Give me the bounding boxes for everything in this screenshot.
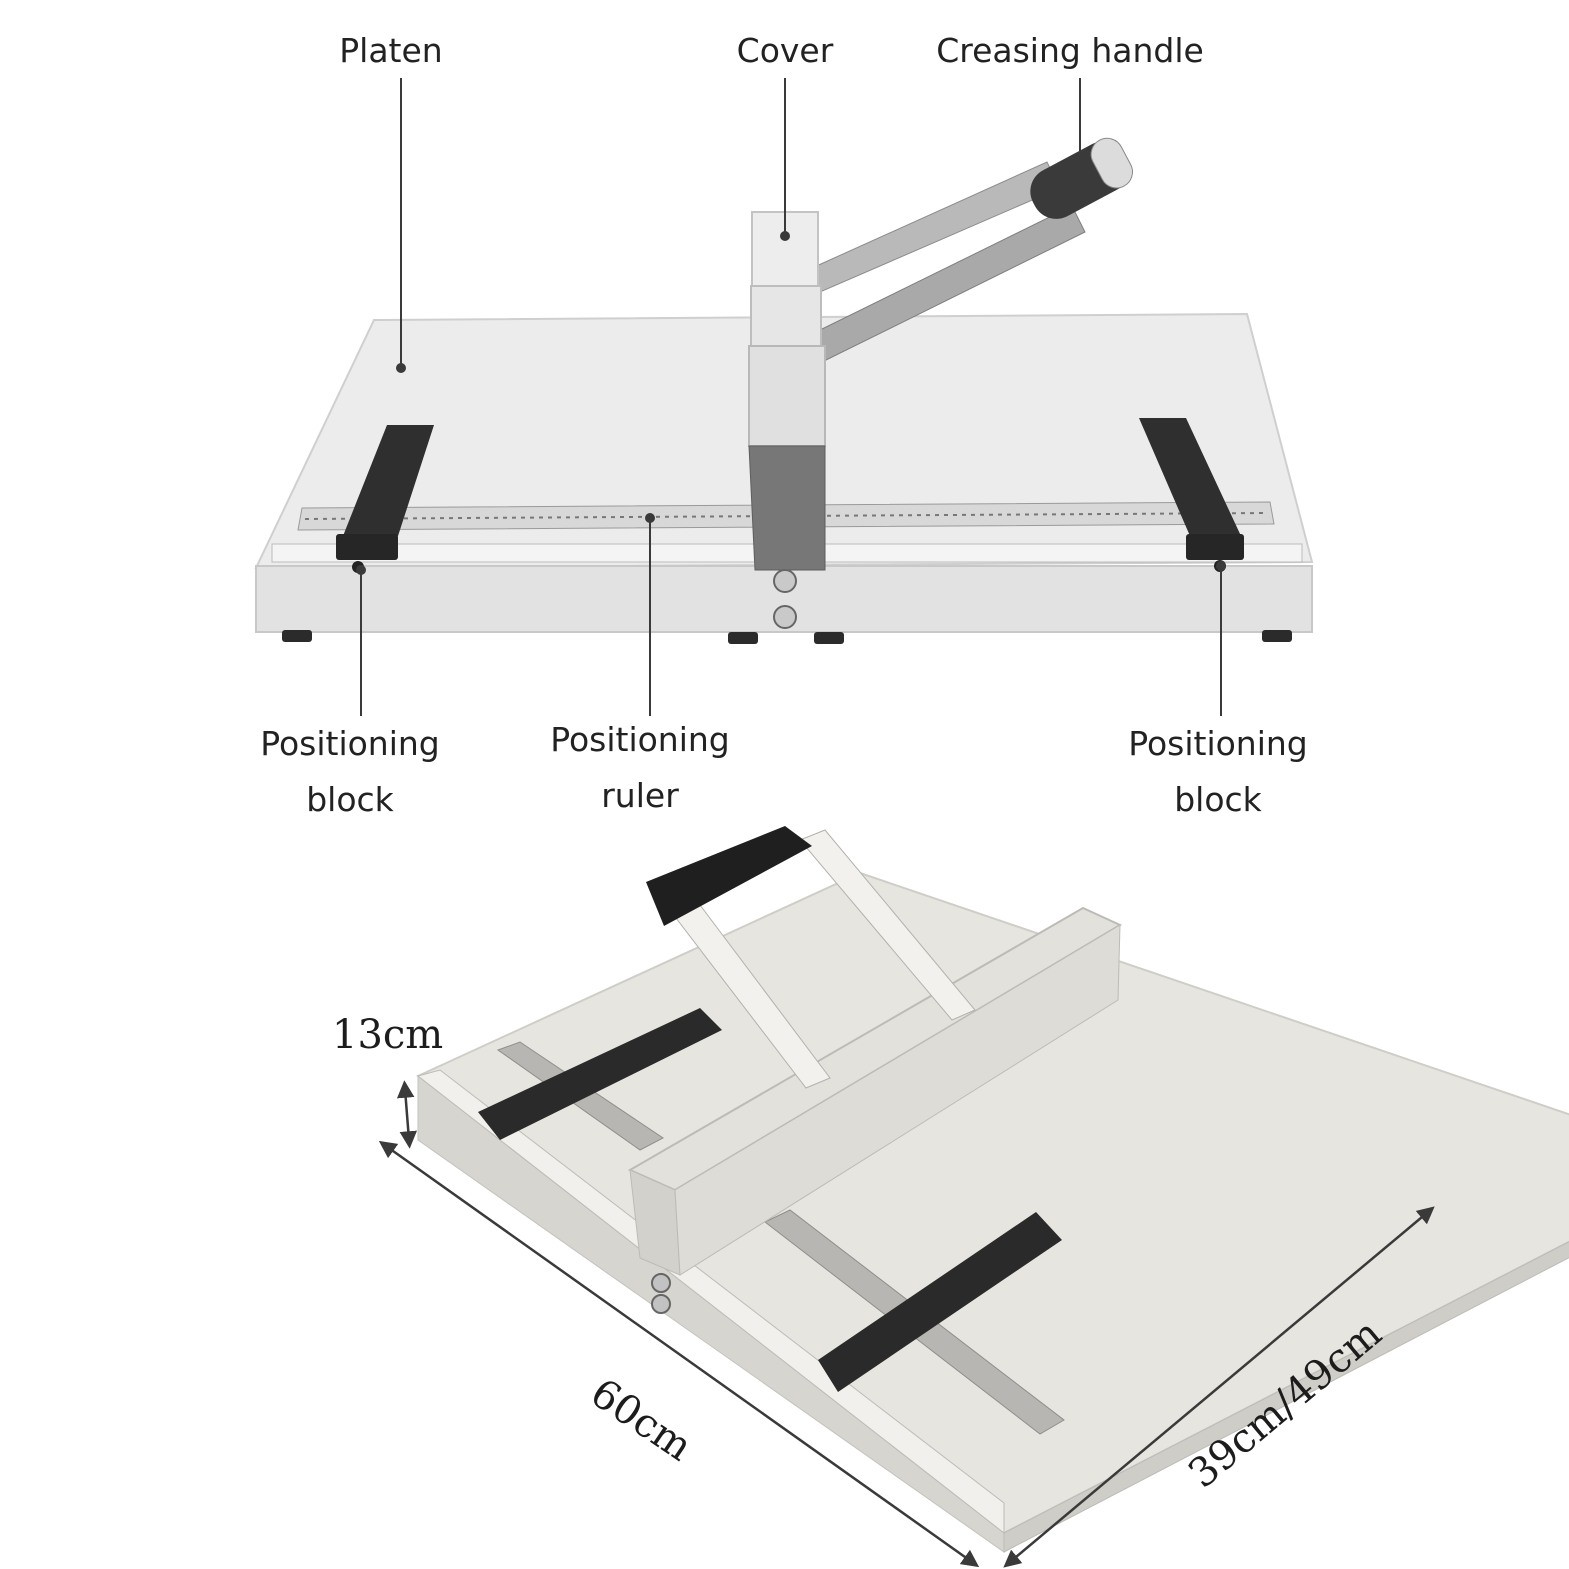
height-arrow xyxy=(396,1080,418,1149)
dimension-height: 13cm xyxy=(332,1012,444,1058)
front-view-machine xyxy=(254,137,1314,644)
label-line-1: Positioning xyxy=(1128,724,1308,763)
label-positioning-ruler: Positioning ruler xyxy=(540,712,740,824)
label-line-1: Positioning xyxy=(550,720,730,759)
label-line-2: block xyxy=(1174,780,1262,819)
angled-view-machine xyxy=(416,826,1569,1553)
label-line-1: Positioning xyxy=(260,724,440,763)
adjust-knob xyxy=(773,569,797,593)
angled-block-upper xyxy=(478,1008,722,1140)
width-arrow xyxy=(1003,1206,1435,1568)
cover-lower xyxy=(748,345,826,447)
foot xyxy=(282,630,312,642)
label-cover-text: Cover xyxy=(736,31,834,70)
adjust-knob xyxy=(773,605,797,629)
angled-handle-grip xyxy=(646,826,812,926)
label-positioning-block-right: Positioning block xyxy=(1118,716,1318,828)
foot xyxy=(814,632,844,644)
right-positioning-block xyxy=(1139,418,1241,536)
angled-knob xyxy=(651,1294,671,1314)
label-platen: Platen xyxy=(316,23,466,79)
angled-knob xyxy=(651,1273,671,1293)
angled-handle-arm-right xyxy=(799,829,976,1021)
label-line-2: block xyxy=(306,780,394,819)
left-positioning-block xyxy=(343,425,434,536)
label-platen-text: Platen xyxy=(339,31,443,70)
dimension-arrows xyxy=(378,1080,1435,1568)
foot xyxy=(1262,630,1292,642)
label-creasing-handle-text: Creasing handle xyxy=(936,31,1204,70)
label-cover: Cover xyxy=(715,23,855,79)
column-front xyxy=(748,445,826,571)
cover-middle xyxy=(750,285,822,347)
callout-lines xyxy=(356,78,1226,716)
label-line-2: ruler xyxy=(601,776,679,815)
label-creasing-handle: Creasing handle xyxy=(920,23,1220,79)
label-positioning-block-left: Positioning block xyxy=(250,716,450,828)
foot xyxy=(728,632,758,644)
length-arrow xyxy=(378,1140,980,1568)
